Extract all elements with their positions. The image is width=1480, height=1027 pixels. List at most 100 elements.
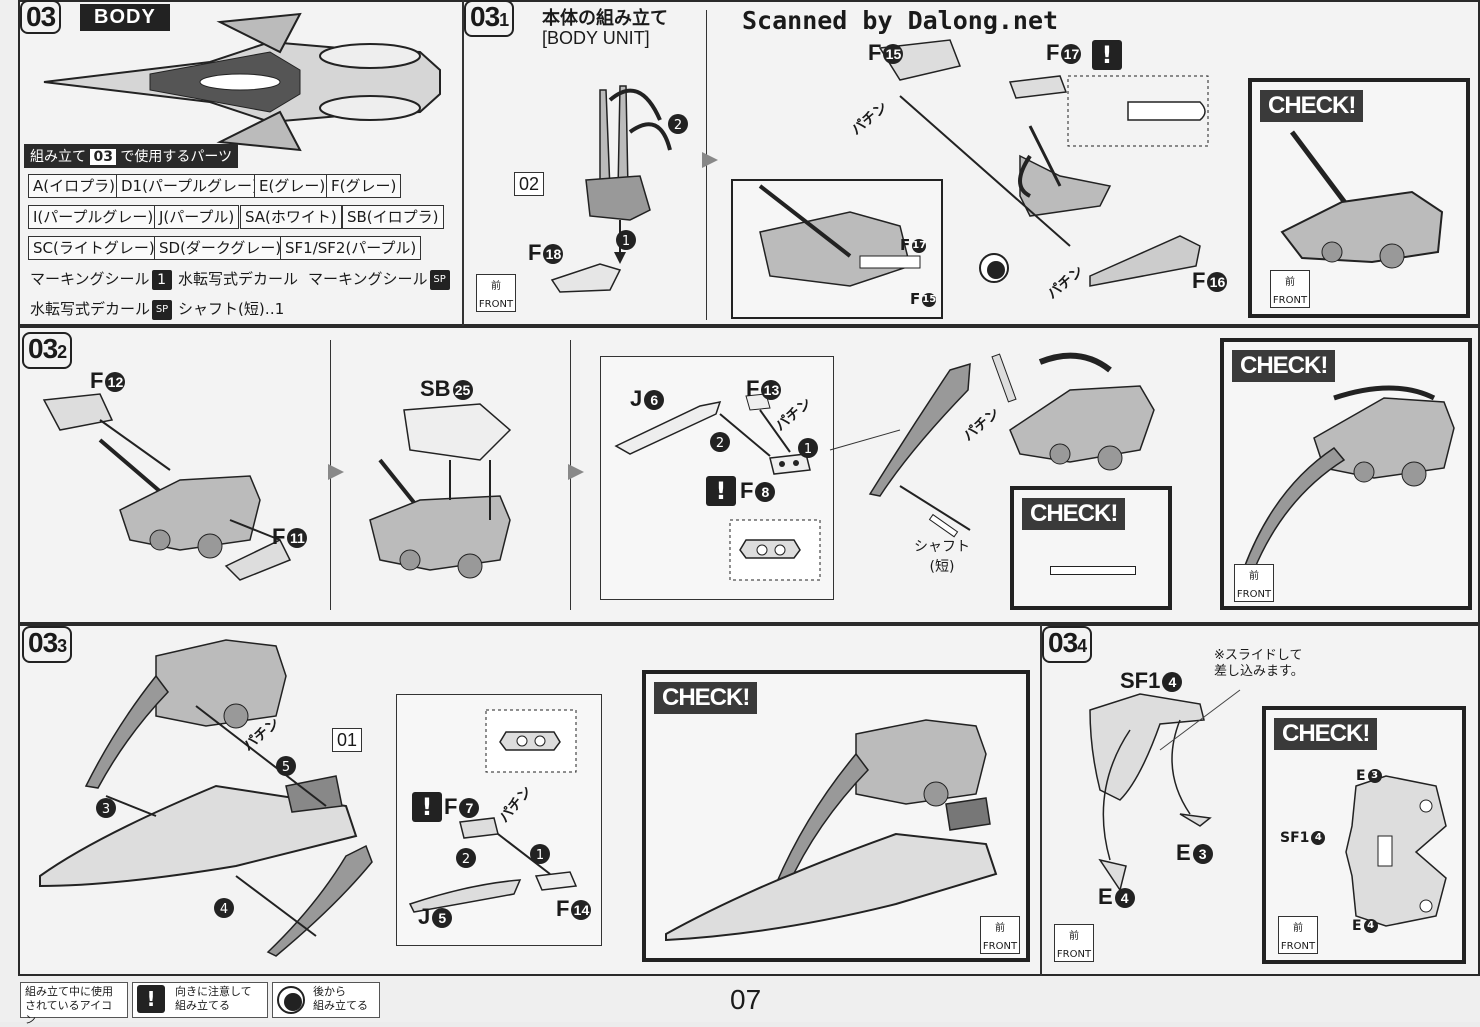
step-03-1-number: 031 bbox=[464, 0, 515, 37]
svg-text:1: 1 bbox=[536, 848, 544, 863]
step-03-1-title-en: [BODY UNIT] bbox=[542, 28, 650, 48]
part-tag-02: 02 bbox=[514, 172, 545, 196]
svg-text:4: 4 bbox=[220, 902, 228, 917]
svg-text:3: 3 bbox=[102, 802, 110, 817]
check-label: CHECK! bbox=[1274, 718, 1378, 750]
footer-icons-label: 組み立て中に使用 されているアイコン bbox=[20, 982, 128, 1026]
svg-text:2: 2 bbox=[716, 436, 724, 451]
body-topview-illustration bbox=[43, 12, 441, 152]
label-shaft: シャフト (短) bbox=[914, 539, 970, 575]
caution-icon-footer: ! bbox=[137, 985, 165, 1013]
part-j: J(パープル) bbox=[154, 205, 240, 229]
step-03-3-inset-illustration: 2 1 bbox=[408, 709, 578, 913]
part-f: F(グレー) bbox=[326, 174, 402, 198]
step-03-2-body-unit bbox=[991, 352, 1155, 471]
part-sa: SA(ホワイト) bbox=[240, 205, 342, 229]
part-sd: SD(ダークグレー) bbox=[154, 236, 287, 260]
arrow-next-3 bbox=[568, 464, 584, 480]
step-03-4-note: ※スライドして 差し込みます。 bbox=[1214, 648, 1304, 679]
svg-text:1: 1 bbox=[622, 234, 630, 249]
check-label: CHECK! bbox=[1022, 498, 1126, 530]
footer-icon2-text: 後から 組み立てる bbox=[313, 985, 368, 1012]
step-03-1-subassembly: 2 1 bbox=[550, 85, 688, 293]
part-sb: SB(イロプラ) bbox=[342, 205, 444, 229]
extra-shaft: シャフト(短)‥1 bbox=[178, 300, 285, 318]
watermark: Scanned by Dalong.net bbox=[742, 6, 1059, 35]
parts-header: 組み立て 03 で使用するパーツ bbox=[24, 144, 239, 168]
caution-icon-2: ! bbox=[706, 476, 736, 506]
check-03-2-illustration bbox=[1242, 385, 1455, 571]
check-03-3-illustration bbox=[665, 719, 998, 942]
svg-text:5: 5 bbox=[282, 760, 290, 775]
caution-icon-1: ! bbox=[1092, 40, 1122, 70]
part-tag-01: 01 bbox=[332, 728, 363, 752]
check-label: CHECK! bbox=[1260, 90, 1364, 122]
page-number: 07 bbox=[730, 984, 762, 1015]
step-03-2-a bbox=[42, 393, 292, 581]
part-sc: SC(ライトグレー) bbox=[28, 236, 160, 260]
step-03-3-assembly: 5 3 4 bbox=[39, 639, 373, 957]
step-03-2-b bbox=[369, 403, 512, 579]
step-03-3-number: 033 bbox=[22, 626, 73, 663]
svg-text:2: 2 bbox=[674, 118, 682, 133]
step-03-2-inset-illustration: 2 1 bbox=[614, 393, 821, 581]
arrow-next-1 bbox=[702, 152, 718, 168]
divider-a bbox=[462, 0, 464, 326]
shaft-illustration bbox=[1050, 566, 1136, 575]
check-03-1-illustration bbox=[1280, 130, 1444, 269]
section-label: BODY bbox=[80, 4, 170, 31]
footer-icon-later: 後から 組み立てる bbox=[272, 982, 380, 1018]
check-label: CHECK! bbox=[654, 682, 758, 714]
step-03-1-title: 本体の組み立て bbox=[542, 8, 668, 29]
section-number: 03 bbox=[20, 0, 62, 34]
part-a: A(イロプラ) bbox=[28, 174, 120, 198]
part-e: E(グレー) bbox=[254, 174, 331, 198]
extra-decal: 水転写式デカール bbox=[178, 270, 299, 288]
parts-header-step: 03 bbox=[90, 149, 116, 165]
check-03-4-illustration bbox=[1345, 775, 1447, 927]
check-panel-shaft: CHECK! bbox=[1010, 486, 1172, 610]
footer-icon1-text: 向きに注意して 組み立てる bbox=[175, 985, 252, 1012]
part-sf: SF1/SF2(パープル) bbox=[280, 236, 422, 260]
check-label: CHECK! bbox=[1232, 350, 1336, 382]
caution-icon-3: ! bbox=[412, 792, 442, 822]
footer-icon-orientation: ! 向きに注意して 組み立てる bbox=[132, 982, 268, 1018]
part-i: I(パープルグレー) bbox=[28, 205, 159, 229]
part-d1: D1(パープルグレー) bbox=[116, 174, 263, 198]
step-03-4-assembly bbox=[1089, 689, 1241, 892]
arrow-next-2 bbox=[328, 464, 344, 480]
later-assembly-icon bbox=[277, 986, 305, 1014]
